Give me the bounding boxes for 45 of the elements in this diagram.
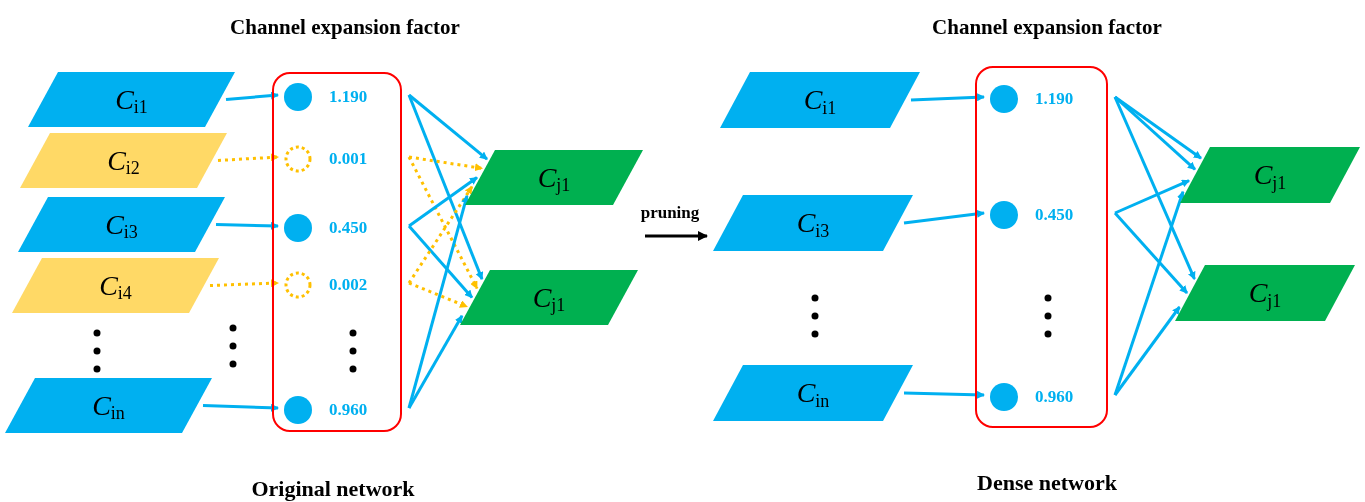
arrow: [407, 185, 474, 284]
arrow: [408, 155, 483, 172]
arrow: [903, 390, 985, 399]
channel-label: C$_{i4}$: [99, 271, 132, 300]
channel-label: C$_{in}$: [796, 379, 830, 407]
factor-value: 0.002: [329, 274, 368, 297]
factor-value: 0.001: [329, 148, 368, 171]
channel-label: C$_{i1}$: [803, 86, 837, 114]
arrow: [408, 176, 478, 228]
channel-label: C$_{i1}$: [115, 85, 148, 114]
arrow: [225, 91, 279, 101]
arrow: [215, 221, 279, 230]
arrow: [408, 93, 488, 161]
arrow: [217, 153, 279, 162]
arrow: [1113, 96, 1196, 280]
arrow: [202, 403, 279, 412]
arrow: [1114, 95, 1196, 171]
arrow-label: pruning: [639, 202, 701, 224]
arrow: [209, 279, 279, 288]
arrow: [407, 225, 474, 299]
arrow: [1113, 212, 1189, 294]
factor-value: 0.960: [1035, 386, 1074, 409]
arrow: [407, 156, 479, 290]
factor-value: 1.190: [329, 86, 368, 109]
channel-label: C$_{i2}$: [107, 146, 140, 175]
arrow: [1113, 190, 1185, 396]
factor-value: 0.960: [329, 399, 368, 422]
arrow: [407, 194, 469, 409]
arrow: [1113, 306, 1181, 396]
network-caption: Dense network: [976, 469, 1118, 497]
arrow: [910, 93, 985, 102]
channel-label: C$_{in}$: [92, 391, 125, 420]
channel-label: C$_{i3}$: [796, 209, 830, 237]
arrow: [407, 314, 464, 409]
channel-label: C$_{i3}$: [105, 210, 138, 239]
arrow: [408, 281, 468, 309]
arrow: [407, 94, 484, 281]
network-caption: Original network: [250, 475, 416, 502]
column-heading: Channel expansion factor: [931, 14, 1163, 41]
factor-value: 0.450: [329, 217, 368, 240]
column-heading: Channel expansion factor: [229, 14, 461, 41]
arrow: [903, 209, 985, 225]
factor-value: 1.190: [1035, 88, 1074, 111]
factor-value: 0.450: [1035, 204, 1074, 227]
arrow: [1114, 179, 1190, 215]
